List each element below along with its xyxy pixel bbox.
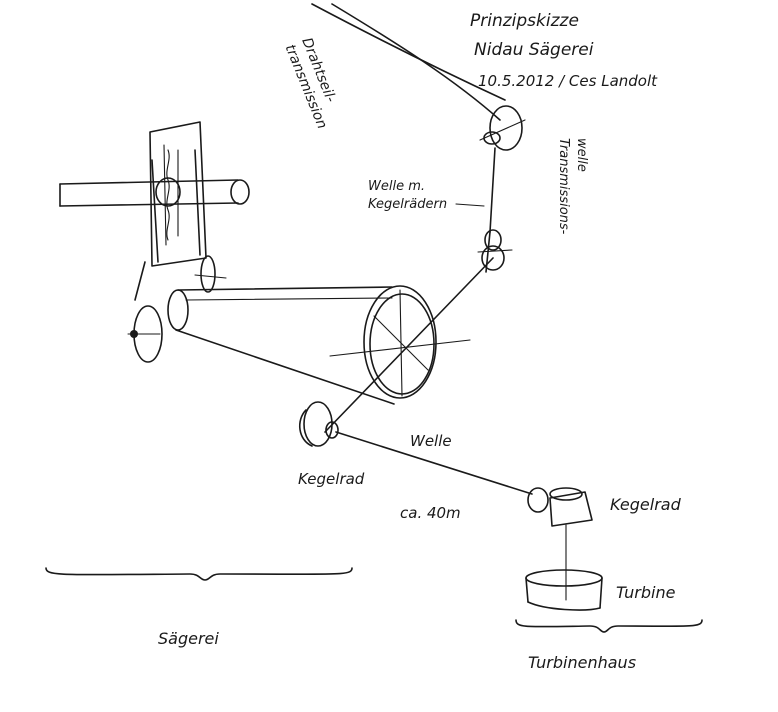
label-welle-kegel-1: Welle m. (368, 179, 425, 194)
bevel-gear-right (527, 487, 593, 527)
crank-pulley (194, 255, 227, 293)
label-kegelrad-left: Kegelrad (298, 470, 365, 488)
label-kegelrad-right: Kegelrad (610, 495, 682, 514)
label-saegerei: Sägerei (158, 629, 219, 648)
turbine (525, 569, 603, 611)
label-turbine: Turbine (616, 583, 676, 602)
long-shaft (335, 431, 533, 495)
left-flywheel (127, 305, 163, 363)
label-distance: ca. 40m (400, 504, 461, 522)
label-welle-kegel-2: Kegelrädern (368, 197, 447, 212)
label-transmissionswelle: Transmissions- welle (556, 138, 589, 235)
label-transmissionswelle-2: welle (574, 138, 589, 172)
vertical-shaft-upper (489, 147, 496, 233)
saw-frame (134, 121, 207, 301)
header-location: Nidau Sägerei (474, 40, 594, 60)
header-title: Prinzipskizze (470, 11, 579, 31)
shaft-bevel-gears (477, 229, 513, 271)
left-horizontal-shaft (59, 179, 250, 207)
bevel-gear-left (299, 401, 339, 447)
wire-rope-upper (311, 3, 506, 101)
saegerei-brace (45, 567, 353, 581)
drive-belt (167, 286, 395, 405)
upper-pulley (479, 105, 526, 151)
label-transmissionswelle-1: Transmissions- (556, 138, 571, 235)
label-turbinenhaus: Turbinenhaus (528, 653, 636, 672)
diagonal-shaft (324, 257, 494, 433)
header-date-author: 10.5.2012 / Ces Landolt (478, 72, 658, 90)
large-belt-pulley (329, 285, 471, 399)
arrow-welle-kegel (455, 203, 485, 207)
wire-rope-lower (331, 3, 501, 121)
label-welle: Welle (410, 432, 452, 450)
label-drahtseil: Drahtseil- transmission (282, 36, 339, 132)
turbinenhaus-brace (515, 619, 703, 633)
